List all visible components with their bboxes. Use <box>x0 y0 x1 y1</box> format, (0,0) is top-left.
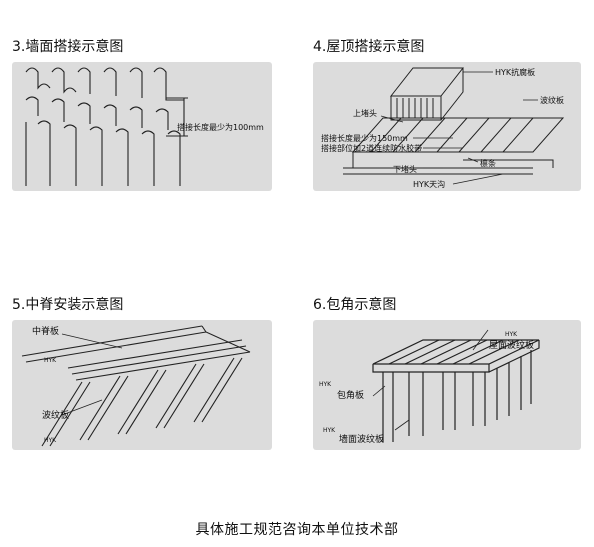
ridge-board-label: 中脊板 <box>32 325 59 337</box>
footer-note: 具体施工规范咨询本单位技术部 <box>195 522 399 538</box>
corner-title: 6.包角示意图 <box>313 297 397 313</box>
roof-overlap-diagram: HYK抗腐板 波纹板 上堵头 搭接长度最少为150mm 搭接部位加2道连续防水胶… <box>313 62 581 191</box>
roof-corrugated-label: 屋面波纹板 <box>489 339 534 351</box>
overlap-min-label: 搭接长度最少为150mm <box>321 133 408 143</box>
corner-board-label: 包角板 <box>337 389 364 401</box>
wall-corrugated-label: 墙面波纹板 <box>339 433 384 445</box>
lower-plug-label: 下堵头 <box>393 164 417 174</box>
waterproof-tape-label: 搭接部位加2道连续防水胶带 <box>321 143 422 153</box>
anticorrosion-board-label: HYK抗腐板 <box>495 67 535 77</box>
brand-mark: HYK <box>44 357 57 364</box>
overlap-length-label: 搭接长度最少为100mm <box>177 122 264 132</box>
upper-plug-label: 上堵头 <box>353 108 377 118</box>
corrugated-board-label: 波纹板 <box>42 409 69 421</box>
gutter-label: HYK天沟 <box>413 179 445 189</box>
brand-mark-bottom: HYK <box>44 437 57 444</box>
ridge-install-title: 5.中脊安装示意图 <box>12 297 124 313</box>
purlin-label: 檩条 <box>480 158 496 168</box>
roof-overlap-title: 4.屋顶搭接示意图 <box>313 39 425 55</box>
brand-mark-left-lower: HYK <box>323 427 336 434</box>
corner-diagram: HYK 屋面波纹板 HYK 包角板 HYK 墙面波纹板 <box>313 320 581 450</box>
brand-mark-left: HYK <box>319 381 332 388</box>
ridge-install-diagram: 中脊板 HYK 波纹板 HYK <box>12 320 272 450</box>
corrugated-board-label: 波纹板 <box>540 95 564 105</box>
wall-overlap-title: 3.墙面搭接示意图 <box>12 39 124 55</box>
wall-overlap-diagram: 搭接长度最少为100mm <box>12 62 272 191</box>
brand-mark-top: HYK <box>505 331 518 338</box>
